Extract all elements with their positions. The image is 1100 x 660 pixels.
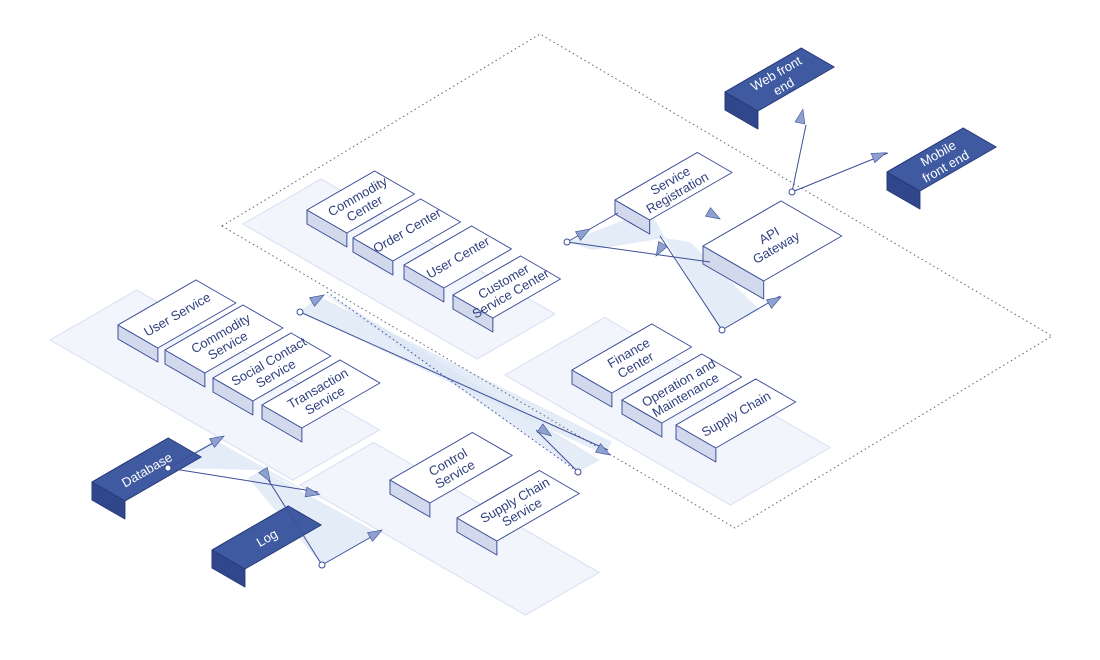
node-gateway [718,326,726,334]
arrow-web-front-end [794,108,806,125]
node-database [164,464,172,472]
commodity-service-block: CommodityService [164,304,284,388]
beam-top-to-bottom [325,294,600,472]
line-database [167,467,319,493]
supply-chain-block-top [675,378,797,449]
finance-center-block-top [571,323,693,394]
user-service-block: User Service [117,279,237,363]
customer-service-center-block-top [452,255,562,319]
arrow-database-right [304,486,321,498]
arrow-right [595,443,611,456]
user-service-block-top [117,279,237,349]
node-left [296,308,304,316]
mobile-front-end-block-top [886,127,997,192]
connection-lines [164,108,889,569]
node-registration [563,238,571,246]
user-center-block: User Center [403,225,513,303]
arrow-registration-gateway [705,207,721,220]
line-bottom-up [535,429,579,473]
web-front-end-block: Web frontend [724,47,835,130]
social-contact-service-block-top [212,332,332,402]
line-log-right [321,532,379,566]
commodity-service-block-top [164,304,284,374]
web-front-end-block-top [724,47,835,112]
node-bottom [574,468,582,476]
arrow-bottom [536,423,553,437]
beam-gateway-right [664,238,760,330]
database-block: Database [91,437,202,520]
line-mobile-front-end [791,152,889,193]
line-database-up [167,441,216,469]
log-block: Log [211,505,322,588]
api-gateway-block-top [702,200,843,282]
finance-center-block: FinanceCenter [571,323,693,408]
boundary-outline [221,33,1053,529]
arrow-database [209,435,225,448]
supply-chain-service-block-top [456,470,580,542]
arrow-left [309,294,325,307]
operation-maintenance-block-top [621,353,743,424]
line-log [261,469,323,566]
service-registration-block: ServiceRegistration [614,152,733,235]
control-service-block: ControlService [389,432,513,518]
arrow-log-right [367,529,383,542]
line-left-to-right [299,311,609,451]
line-gateway-left [659,235,723,331]
order-center-block-top [352,198,462,262]
node-log [318,561,326,569]
system-boundary [221,33,1053,529]
plate-bottom [298,441,601,616]
api-gateway-block: APIGateway [702,200,843,300]
line-registration [566,212,619,243]
line-registration-gateway [566,241,711,263]
transaction-service-block-top [261,359,381,429]
mobile-front-end-block: Mobilefront end [886,127,997,210]
log-block-top [211,505,322,570]
database-block-top [91,437,202,502]
connection-beams [168,210,760,565]
arrow-gateway-left [655,241,668,257]
user-center-block-top [403,225,513,289]
commodity-center-block-top [306,170,416,234]
node-front-ends [788,188,796,196]
arrow-log [258,466,271,483]
arrow-registration [575,228,591,241]
line-top-to-bottom [326,291,579,473]
control-service-block-top [389,432,513,504]
arrow-gateway-right [766,296,782,309]
beam-database [168,440,322,500]
line-web-front-end [791,124,807,193]
arrow-mobile-front-end [870,152,887,164]
service-registration-block-top [614,152,733,221]
beam-log [248,470,378,565]
